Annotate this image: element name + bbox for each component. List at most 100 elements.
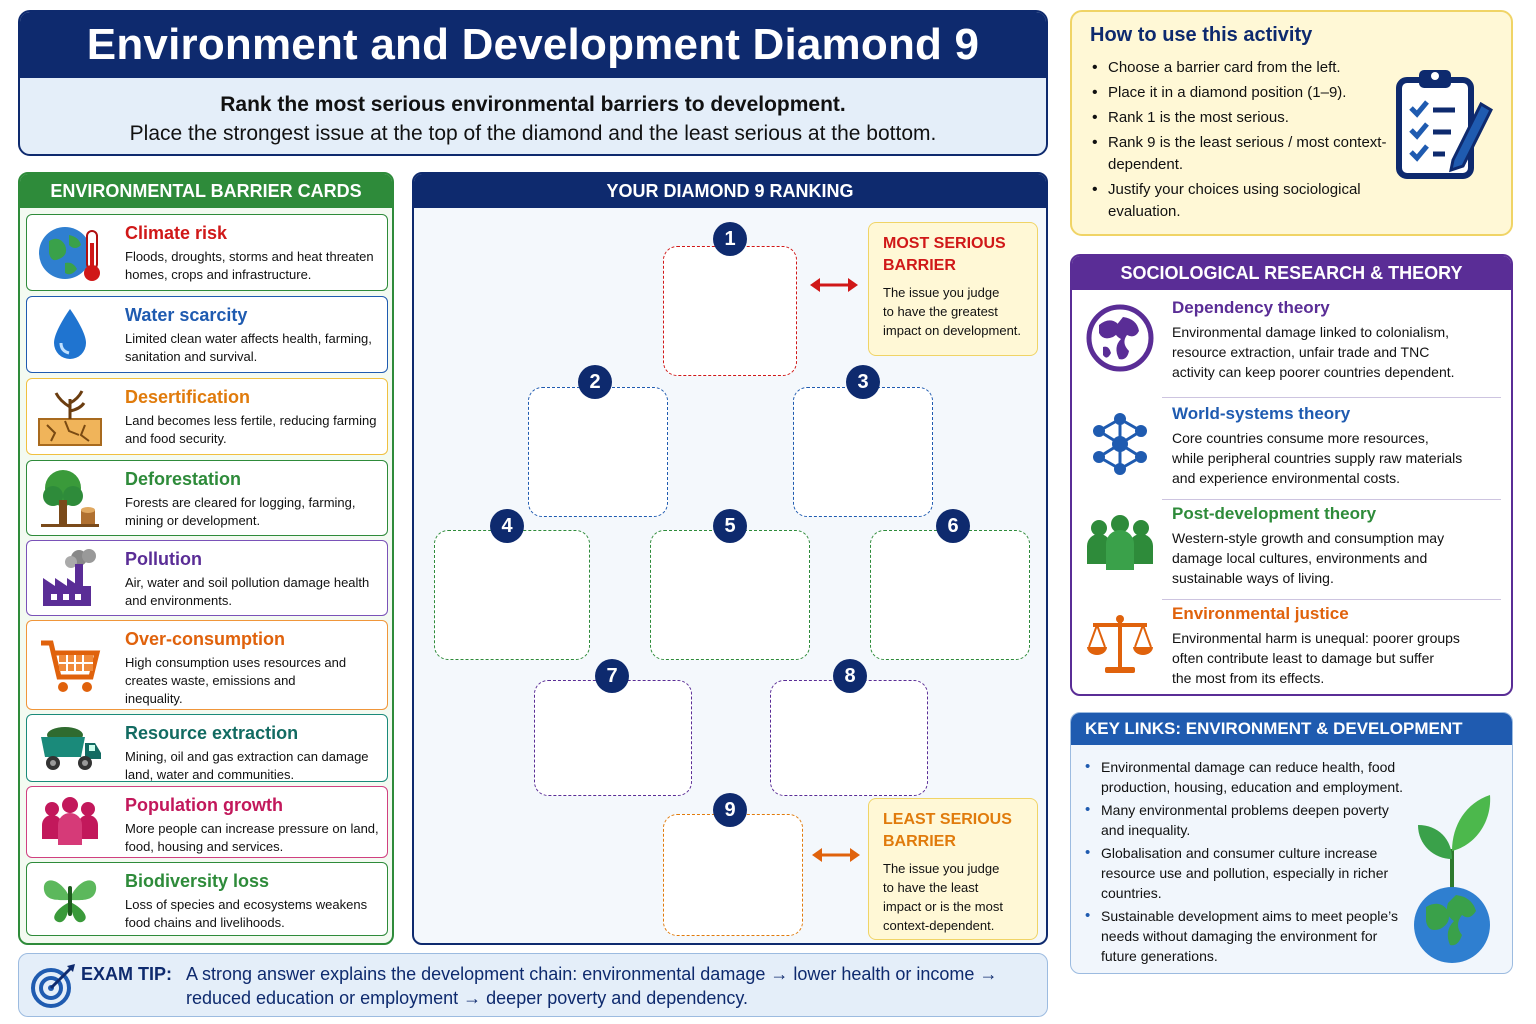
barrier-cards-panel: ENVIRONMENTAL BARRIER CARDS Climate risk… [18, 172, 394, 945]
exam-tip-label: EXAM TIP: [81, 964, 173, 984]
key-link-item: Sustainable development aims to meet peo… [1085, 906, 1411, 966]
key-links-list: Environmental damage can reduce health, … [1071, 745, 1411, 966]
world-globe-icon [1084, 302, 1156, 374]
theory-world-systems: World-systems theory Core countries cons… [1072, 400, 1511, 500]
network-nodes-icon [1084, 408, 1156, 480]
card-description: Forests are cleared for logging, farming… [125, 495, 356, 528]
note-desc-line: impact on development. [883, 323, 1022, 338]
factory-icon [35, 546, 105, 610]
diamond-slot-6[interactable] [870, 530, 1030, 660]
theory-desc-line: Environmental damage linked to coloniali… [1172, 324, 1450, 340]
people-group-icon [35, 790, 105, 854]
card-description: More people can increase pressure on lan… [125, 821, 379, 854]
note-title-line: BARRIER [883, 257, 956, 274]
cards-header: ENVIRONMENTAL BARRIER CARDS [20, 174, 392, 208]
theory-title: Environmental justice [1172, 604, 1349, 623]
how-to-use-panel: How to use this activity Choose a barrie… [1070, 10, 1513, 236]
rank-number-7: 7 [595, 659, 629, 693]
card-title: Deforestation [125, 469, 242, 489]
card-water-scarcity[interactable]: Water scarcity Limited clean water affec… [26, 296, 388, 373]
tree-stump-icon [35, 466, 105, 530]
diamond-slot-7[interactable] [534, 680, 692, 796]
card-description: High consumption uses resources and crea… [125, 655, 347, 706]
card-biodiversity-loss[interactable]: Biodiversity loss Loss of species and ec… [26, 862, 388, 936]
card-desertification[interactable]: Desertification Land becomes less fertil… [26, 378, 388, 455]
card-population-growth[interactable]: Population growth More people can increa… [26, 786, 388, 858]
theory-desc-line: resource extraction, unfair trade and TN… [1172, 344, 1430, 360]
water-drop-icon [35, 303, 105, 367]
theory-title: World-systems theory [1172, 404, 1351, 423]
how-to-item: Choose a barrier card from the left. [1090, 57, 1395, 79]
key-link-item: Many environmental problems deepen pover… [1085, 800, 1411, 840]
theory-panel: SOCIOLOGICAL RESEARCH & THEORY Dependenc… [1070, 254, 1513, 696]
least-serious-note: LEAST SERIOUS BARRIER The issue you judg… [868, 798, 1038, 940]
note-title-line: MOST SERIOUS [883, 235, 1006, 252]
theory-dependency: Dependency theory Environmental damage l… [1072, 294, 1511, 398]
key-link-item: Globalisation and consumer culture incre… [1085, 843, 1411, 903]
note-desc-line: context-dependent. [883, 918, 995, 933]
key-link-item: Environmental damage can reduce health, … [1085, 757, 1411, 797]
diamond-slot-8[interactable] [770, 680, 928, 796]
card-description: Land becomes less fertile, reducing farm… [125, 413, 377, 446]
theory-title: Dependency theory [1172, 298, 1330, 317]
theory-desc-line: activity can keep poorer countries depen… [1172, 364, 1455, 380]
theory-post-development: Post-development theory Western-style gr… [1072, 500, 1511, 600]
butterfly-icon [35, 867, 105, 931]
cracked-soil-icon [35, 385, 105, 449]
theory-desc-line: Western-style growth and consumption may [1172, 530, 1445, 546]
double-arrow-icon [810, 278, 858, 292]
rank-number-9: 9 [713, 793, 747, 827]
diamond-slot-9[interactable] [663, 814, 803, 936]
theory-desc-line: and experience environmental costs. [1172, 470, 1401, 486]
theory-desc-line: Core countries consume more resources, [1172, 430, 1429, 446]
rank-number-1: 1 [713, 222, 747, 256]
card-title: Desertification [125, 387, 251, 407]
rank-number-2: 2 [578, 365, 612, 399]
rank-number-8: 8 [833, 659, 867, 693]
card-over-consumption[interactable]: Over-consumption High consumption uses r… [26, 620, 388, 710]
card-pollution[interactable]: Pollution Air, water and soil pollution … [26, 540, 388, 616]
shopping-cart-icon [35, 633, 105, 697]
card-title: Population growth [125, 795, 283, 815]
card-title: Pollution [125, 549, 202, 569]
diamond-slot-5[interactable] [650, 530, 810, 660]
exam-tip-bar: EXAM TIP: A strong answer explains the d… [18, 953, 1048, 1017]
scales-icon [1084, 608, 1156, 680]
card-description: Air, water and soil pollution damage hea… [125, 575, 370, 608]
key-links-header: KEY LINKS: ENVIRONMENT & DEVELOPMENT [1071, 713, 1512, 745]
clipboard-checklist-icon [1396, 70, 1493, 179]
how-to-item: Rank 9 is the least serious / most conte… [1090, 132, 1395, 176]
note-desc-line: The issue you judge [883, 285, 1000, 300]
diamond-slot-1[interactable] [663, 246, 797, 376]
theory-desc-line: sustainable ways of living. [1172, 570, 1334, 586]
title-banner: Environment and Development Diamond 9 Ra… [18, 10, 1048, 156]
note-title-line: BARRIER [883, 833, 956, 850]
diamond-slot-3[interactable] [793, 387, 933, 517]
card-description: Floods, droughts, storms and heat threat… [125, 249, 374, 282]
page-title: Environment and Development Diamond 9 [20, 12, 1046, 78]
community-people-icon [1084, 508, 1156, 580]
diamond-slot-2[interactable] [528, 387, 668, 517]
exam-tip-line-1: A strong answer explains the development… [186, 964, 998, 984]
theory-environmental-justice: Environmental justice Environmental harm… [1072, 600, 1511, 694]
how-to-item: Rank 1 is the most serious. [1090, 107, 1395, 129]
target-icon [31, 964, 75, 1008]
card-title: Biodiversity loss [125, 871, 270, 891]
instruction-line-2: Place the strongest issue at the top of … [129, 122, 937, 145]
card-deforestation[interactable]: Deforestation Forests are cleared for lo… [26, 460, 388, 536]
theory-title: Post-development theory [1172, 504, 1377, 523]
card-resource-extraction[interactable]: Resource extraction Mining, oil and gas … [26, 714, 388, 782]
card-climate-risk[interactable]: Climate risk Floods, droughts, storms an… [26, 214, 388, 291]
card-title: Resource extraction [125, 723, 299, 743]
diamond-slot-4[interactable] [434, 530, 590, 660]
note-desc-line: impact or is the most [883, 899, 1003, 914]
card-description: Limited clean water affects health, farm… [125, 331, 372, 364]
diamond-ranking-panel: YOUR DIAMOND 9 RANKING 1 2 3 4 5 6 7 8 9… [412, 172, 1048, 945]
theory-desc-line: Environmental harm is unequal: poorer gr… [1172, 630, 1460, 646]
seedling-globe-icon [1414, 795, 1491, 963]
card-description: Loss of species and ecosystems weakens f… [125, 897, 368, 930]
theory-desc-line: while peripheral countries supply raw ma… [1172, 450, 1463, 466]
most-serious-note: MOST SERIOUS BARRIER The issue you judge… [868, 222, 1038, 356]
card-title: Climate risk [125, 223, 228, 243]
rank-number-6: 6 [936, 509, 970, 543]
